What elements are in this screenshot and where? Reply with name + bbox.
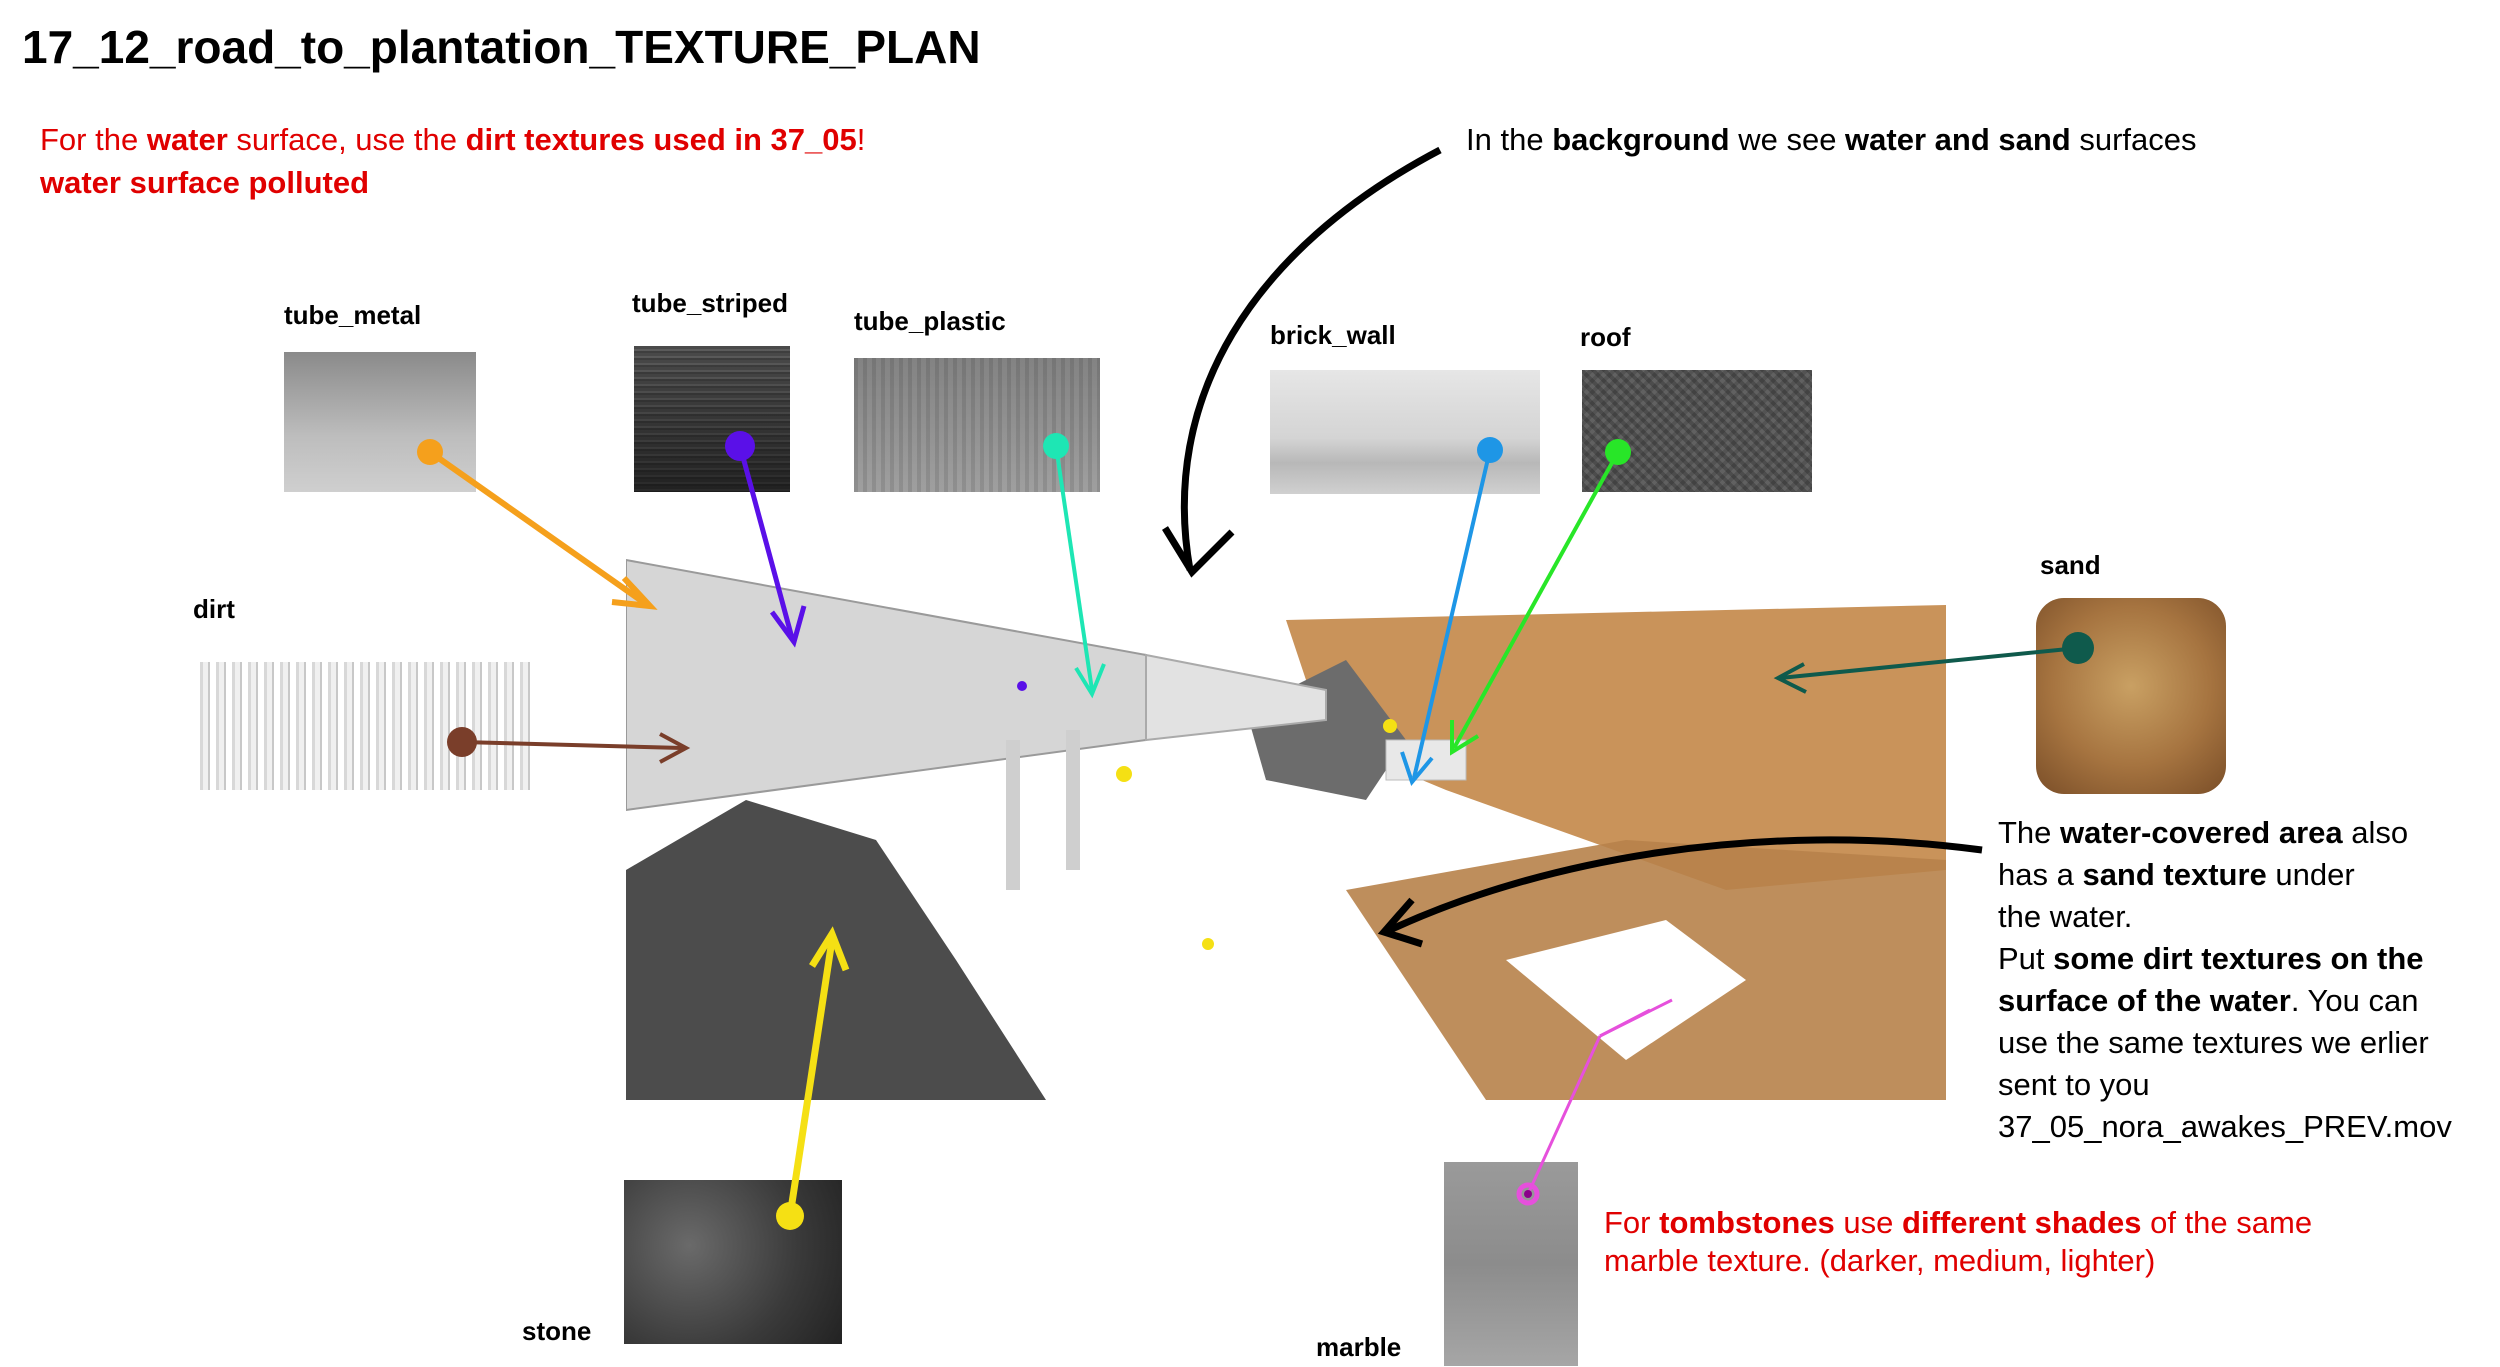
water-area-note: The water-covered area also has a sand t… bbox=[1998, 815, 2452, 1144]
pipe-far bbox=[1145, 653, 1327, 742]
brick-wall-pointer bbox=[1412, 449, 1492, 779]
brick-wall-label: brick_wall bbox=[1270, 320, 1396, 350]
dirt-swatch bbox=[194, 662, 530, 790]
marble-marker bbox=[1516, 1182, 1540, 1206]
dirt-arrowhead bbox=[659, 732, 691, 764]
stone-small-marker bbox=[1202, 938, 1214, 950]
tube-metal-marker bbox=[417, 439, 443, 465]
tube-striped-label: tube_striped bbox=[632, 288, 789, 318]
pipe-support bbox=[1006, 740, 1020, 890]
tube-plastic-arrowhead bbox=[1074, 663, 1106, 699]
tube-plastic-label: tube_plastic bbox=[854, 306, 1006, 336]
background-note: In the background we see water and sand … bbox=[1466, 122, 2197, 157]
tube-striped-small-marker bbox=[1017, 681, 1027, 691]
tombstones-note: For tombstones use different shades of t… bbox=[1604, 1205, 2313, 1278]
brick-wall-arrowhead bbox=[1400, 751, 1434, 787]
roof-swatch bbox=[1582, 370, 1812, 492]
marble-label: marble bbox=[1316, 1332, 1402, 1362]
water-patch bbox=[1506, 920, 1746, 1060]
roof-arrowhead bbox=[1450, 720, 1480, 756]
page-title: 17_12_road_to_plantation_TEXTURE_PLAN bbox=[22, 21, 981, 73]
roof-marker bbox=[1605, 439, 1631, 465]
tube-metal-label: tube_metal bbox=[284, 300, 422, 330]
roof-label: roof bbox=[1580, 322, 1631, 352]
tube-striped-marker bbox=[725, 431, 755, 461]
stone-marker bbox=[776, 1202, 804, 1230]
tube-metal-swatch bbox=[284, 352, 476, 492]
stone-label: stone bbox=[522, 1316, 592, 1346]
tube-plastic-pointer bbox=[1054, 445, 1094, 691]
sand-swatch bbox=[2036, 598, 2226, 794]
tube-striped-pointer bbox=[737, 445, 795, 639]
sand-pointer bbox=[1779, 646, 2079, 680]
brick-wall-swatch bbox=[1270, 370, 1540, 494]
pipe-support bbox=[1066, 730, 1080, 870]
dirt-label: dirt bbox=[193, 594, 235, 624]
brick-wall-marker bbox=[1477, 437, 1503, 463]
stone-arrowhead bbox=[809, 926, 850, 972]
sand-label: sand bbox=[2040, 550, 2101, 580]
stone-swatch bbox=[624, 1180, 842, 1344]
tube-striped-swatch bbox=[634, 346, 790, 492]
background-arrowhead bbox=[1162, 526, 1235, 578]
tube-metal-pointer bbox=[428, 449, 648, 607]
stone-small-marker bbox=[1116, 766, 1132, 782]
marble-swatch bbox=[1444, 1162, 1578, 1366]
tube-metal-arrowhead bbox=[611, 575, 658, 610]
tube-striped-arrowhead bbox=[769, 605, 807, 648]
stone-small-marker bbox=[1383, 719, 1397, 733]
stone-pointer bbox=[786, 939, 836, 1217]
water-surface-note: For the water surface, use the dirt text… bbox=[40, 122, 866, 201]
dirt-marker bbox=[447, 727, 477, 757]
water-area-arrowhead bbox=[1377, 897, 1424, 948]
water-area-arrow bbox=[1388, 836, 1983, 934]
roof-pointer bbox=[1452, 451, 1620, 749]
sand-marker bbox=[2062, 632, 2094, 664]
sand-arrowhead bbox=[1773, 662, 1807, 694]
marble-pointer-1 bbox=[1526, 1035, 1602, 1195]
background-arrow bbox=[1180, 146, 1442, 571]
marble-marker-center bbox=[1524, 1190, 1532, 1198]
tube-plastic-marker bbox=[1043, 433, 1069, 459]
dirt-pointer bbox=[461, 740, 683, 750]
marble-pointer-3 bbox=[1599, 1008, 1651, 1038]
scene-render bbox=[626, 540, 1946, 1100]
